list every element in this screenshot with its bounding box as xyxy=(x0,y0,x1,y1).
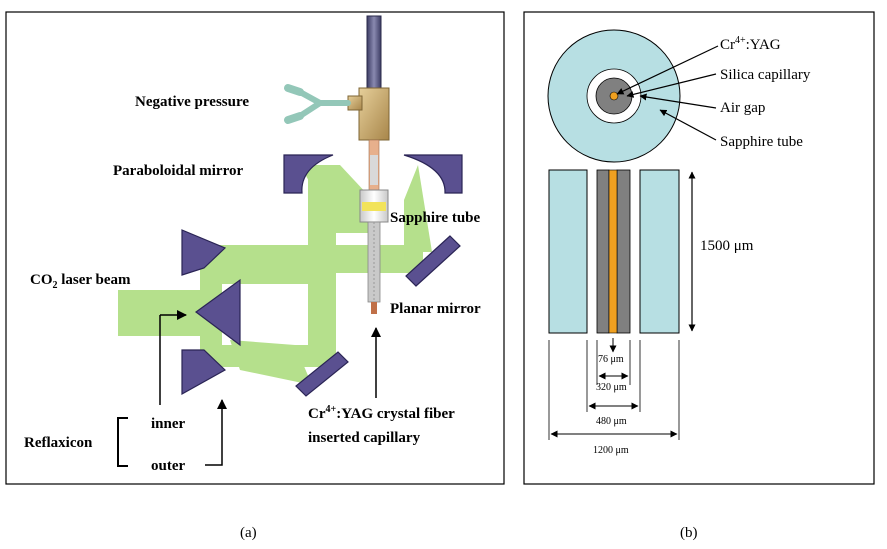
outer-arrow xyxy=(205,399,227,466)
label-planar-mirror: Planar mirror xyxy=(390,301,481,317)
label-air-gap: Air gap xyxy=(720,100,765,116)
panel-a: Negative pressure Paraboloidal mirror Sa… xyxy=(5,11,505,485)
paraboloidal-mirror-right xyxy=(403,154,463,194)
planar-mirror-top xyxy=(405,235,461,287)
paraboloidal-mirror-left xyxy=(283,154,334,194)
cr-yag-core-section xyxy=(609,91,619,101)
extension-lines xyxy=(548,340,680,440)
reflaxicon-outer-bottom xyxy=(181,349,227,396)
silica-wall-right xyxy=(616,169,631,334)
leader-silica xyxy=(626,73,717,98)
silica-wall-left xyxy=(596,169,610,334)
reflaxicon-bracket xyxy=(117,417,128,467)
caption-b: (b) xyxy=(680,525,698,541)
longitudinal-section xyxy=(548,169,680,334)
caption-a: (a) xyxy=(240,525,257,541)
leader-air-gap xyxy=(639,93,717,109)
label-silica-capillary: Silica capillary xyxy=(720,67,811,83)
label-d480: 480 μm xyxy=(596,416,627,427)
label-outer: outer xyxy=(151,458,185,474)
label-sapphire-tube-b: Sapphire tube xyxy=(720,134,803,150)
label-d1200: 1200 μm xyxy=(593,445,629,456)
co2-laser-beam-path xyxy=(118,165,432,385)
label-reflaxicon: Reflaxicon xyxy=(24,435,93,451)
sapphire-wall-right xyxy=(639,169,680,334)
label-length: 1500 μm xyxy=(700,238,754,254)
label-crystal-fiber-line2: inserted capillary xyxy=(308,430,421,446)
label-sapphire-tube: Sapphire tube xyxy=(390,210,481,226)
sapphire-wall-left xyxy=(548,169,588,334)
panel-b: Cr4+:YAG Silica capillary Air gap Sapphi… xyxy=(523,11,875,485)
reflaxicon-outer-top xyxy=(181,229,227,276)
label-inner: inner xyxy=(151,416,186,432)
label-d76: 76 μm xyxy=(598,354,624,365)
cross-section xyxy=(547,29,681,163)
label-negative-pressure: Negative pressure xyxy=(135,94,249,110)
label-co2-laser-beam: CO2 laser beam xyxy=(30,272,131,291)
reflaxicon-inner xyxy=(194,278,241,347)
label-crystal-fiber: Cr4+:YAG crystal fiber xyxy=(308,404,455,422)
sapphire-tube-assembly xyxy=(359,139,389,314)
label-d320: 320 μm xyxy=(596,382,627,393)
leader-sapphire xyxy=(659,109,717,141)
label-paraboloidal-mirror: Paraboloidal mirror xyxy=(113,163,243,179)
leader-cr-yag xyxy=(616,45,719,95)
vacuum-rod xyxy=(366,15,382,97)
negative-pressure-valve xyxy=(284,84,390,141)
cr-yag-core-long xyxy=(608,169,618,334)
label-cr-yag: Cr4+:YAG xyxy=(720,35,781,53)
planar-mirror-bottom xyxy=(295,351,349,397)
